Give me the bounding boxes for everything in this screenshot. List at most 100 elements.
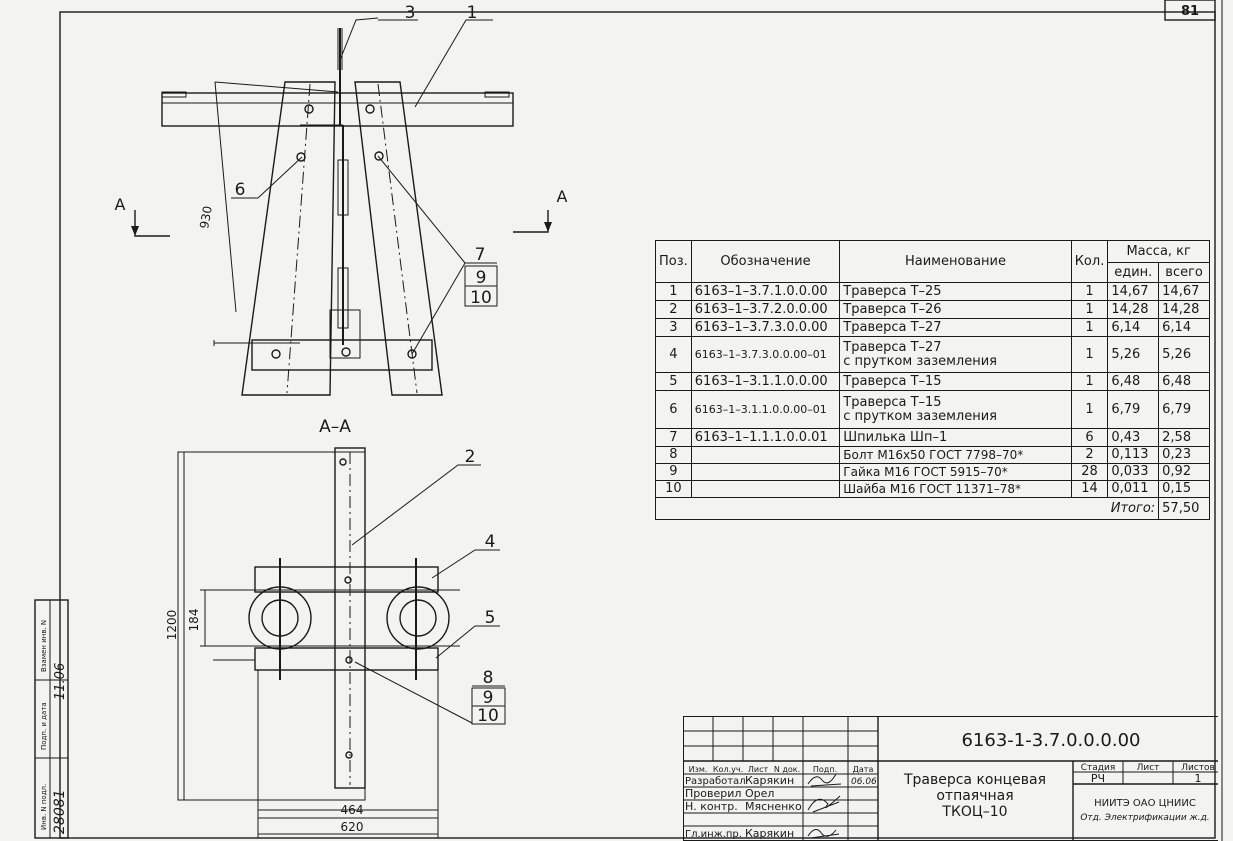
cell-name: Траверса Т–15 <box>839 372 1072 391</box>
title-line1: Траверса концевая <box>903 772 1046 788</box>
section-mark-left: A <box>115 195 126 214</box>
dim-930: 930 <box>197 205 215 230</box>
cell-name: Шайба М16 ГОСТ 11371–78* <box>839 480 1072 498</box>
cell-total: 5,26 <box>1158 336 1210 373</box>
cell-pos: 7 <box>655 428 692 447</box>
bolt <box>341 347 351 357</box>
person-2: Мясненко <box>745 800 802 813</box>
col-koluch: Кол.уч. <box>713 765 743 774</box>
cell-qty: 1 <box>1070 282 1109 301</box>
cell-total: 6,14 <box>1158 318 1210 337</box>
page-number: 81 <box>1181 4 1199 19</box>
cell-name: Траверса Т–26 <box>839 300 1072 319</box>
page-number-box <box>1164 0 1216 21</box>
crossarm-1 <box>161 92 514 127</box>
doc-code: 6163-1-3.7.0.0.0.00 <box>961 730 1140 751</box>
cell-name: Гайка М16 ГОСТ 5915–70* <box>839 463 1072 481</box>
col-list: Лист <box>748 765 769 774</box>
stage-value: РЧ <box>1091 772 1105 785</box>
cell-designation: 6163–1–3.7.3.0.0.00–01 <box>690 336 841 373</box>
bolt <box>365 104 375 114</box>
post-right <box>386 586 450 650</box>
stamp-podp-data: Подп. и дата <box>40 702 48 750</box>
section-mark-right: A <box>557 187 568 206</box>
role-0: Разработал <box>685 776 746 787</box>
callout-8: 8 <box>483 668 494 688</box>
sheets-value: 1 <box>1195 772 1202 785</box>
signature <box>807 795 841 813</box>
role-1: Проверил <box>685 787 741 800</box>
cell-pos: 4 <box>655 336 692 373</box>
org-line2: Отд. Электрификации ж.д. <box>1080 813 1209 823</box>
signature <box>807 773 842 787</box>
cell-unit: 5,26 <box>1107 336 1160 373</box>
person-0: Карякин <box>745 774 794 787</box>
hdr-designation: Обозначение <box>690 240 841 283</box>
hdr-unit: един. <box>1107 262 1160 283</box>
cell-designation: 6163–1–3.7.3.0.0.00 <box>690 318 841 337</box>
callout-1: 1 <box>467 3 478 23</box>
crossarm-1-cap-left <box>161 91 187 98</box>
callout-2: 2 <box>465 447 476 467</box>
callout-9: 9 <box>476 268 487 288</box>
cell-unit: 6,48 <box>1107 372 1160 391</box>
stamp-vzam-inv: Взамен инв. N <box>40 620 48 672</box>
cell-pos: 1 <box>655 282 692 301</box>
section-title: A–A <box>319 417 351 437</box>
cell-qty: 1 <box>1070 318 1109 337</box>
hdr-pos: Поз. <box>655 240 692 283</box>
hdr-qty: Кол. <box>1070 240 1109 283</box>
total-label: Итого: <box>654 497 1160 520</box>
cell-pos: 9 <box>655 463 692 481</box>
col-ndok: N док. <box>774 765 800 774</box>
spec-table: Поз. Обозначение Наименование Кол. Масса… <box>654 240 1210 520</box>
bottom-crossarm <box>251 339 433 371</box>
cell-designation: 6163–1–3.1.1.0.0.00–01 <box>690 390 841 429</box>
cell-name: Траверса Т–25 <box>839 282 1072 301</box>
cell-name-line1: Траверса Т–27 <box>843 339 942 355</box>
cell-total: 2,58 <box>1158 428 1210 447</box>
bolt <box>304 104 314 114</box>
role-2: Н. контр. <box>685 800 738 813</box>
col-izm: Изм. <box>689 765 708 774</box>
cell-unit: 6,79 <box>1107 390 1160 429</box>
callout-4: 6 <box>235 180 246 200</box>
bolt <box>271 349 281 359</box>
org-line1: НИИТЭ ОАО ЦНИИС <box>1094 798 1196 809</box>
callout-9b: 9 <box>483 688 494 708</box>
dim-620: 620 <box>341 820 364 834</box>
cell-qty: 28 <box>1070 463 1109 481</box>
cell-designation: 6163–1–3.7.1.0.0.00 <box>690 282 841 301</box>
person-3: Карякин <box>745 827 794 840</box>
bolt <box>374 151 384 161</box>
bolt <box>407 349 417 359</box>
total-row: Итого: 57,50 <box>654 497 1210 520</box>
right-leg <box>354 81 443 396</box>
cell-name-line1: Траверса Т–15 <box>843 394 942 410</box>
cell-unit: 14,67 <box>1107 282 1160 301</box>
cell-qty: 1 <box>1070 390 1109 429</box>
crossarm-2 <box>334 447 366 789</box>
callout-10b: 10 <box>477 706 499 726</box>
stamp-inv-podl: Инв. N подл. <box>40 784 48 830</box>
cell-total: 14,67 <box>1158 282 1210 301</box>
hdr-total: всего <box>1158 262 1210 283</box>
cell-unit: 0,011 <box>1107 480 1160 498</box>
cell-pos: 5 <box>655 372 692 391</box>
cell-designation <box>690 463 841 481</box>
col-podp: Подп. <box>813 765 837 774</box>
cell-name-line2: с прутком заземления <box>843 408 997 424</box>
cell-pos: 3 <box>655 318 692 337</box>
callout-7: 7 <box>475 245 486 265</box>
cell-unit: 14,28 <box>1107 300 1160 319</box>
cell-qty: 14 <box>1070 480 1109 498</box>
crossarm-1-cap-right <box>484 91 510 98</box>
left-leg <box>241 81 336 396</box>
title-block: Изм. Кол.уч. Лист N док. Подп. Дата Разр… <box>683 716 1218 841</box>
